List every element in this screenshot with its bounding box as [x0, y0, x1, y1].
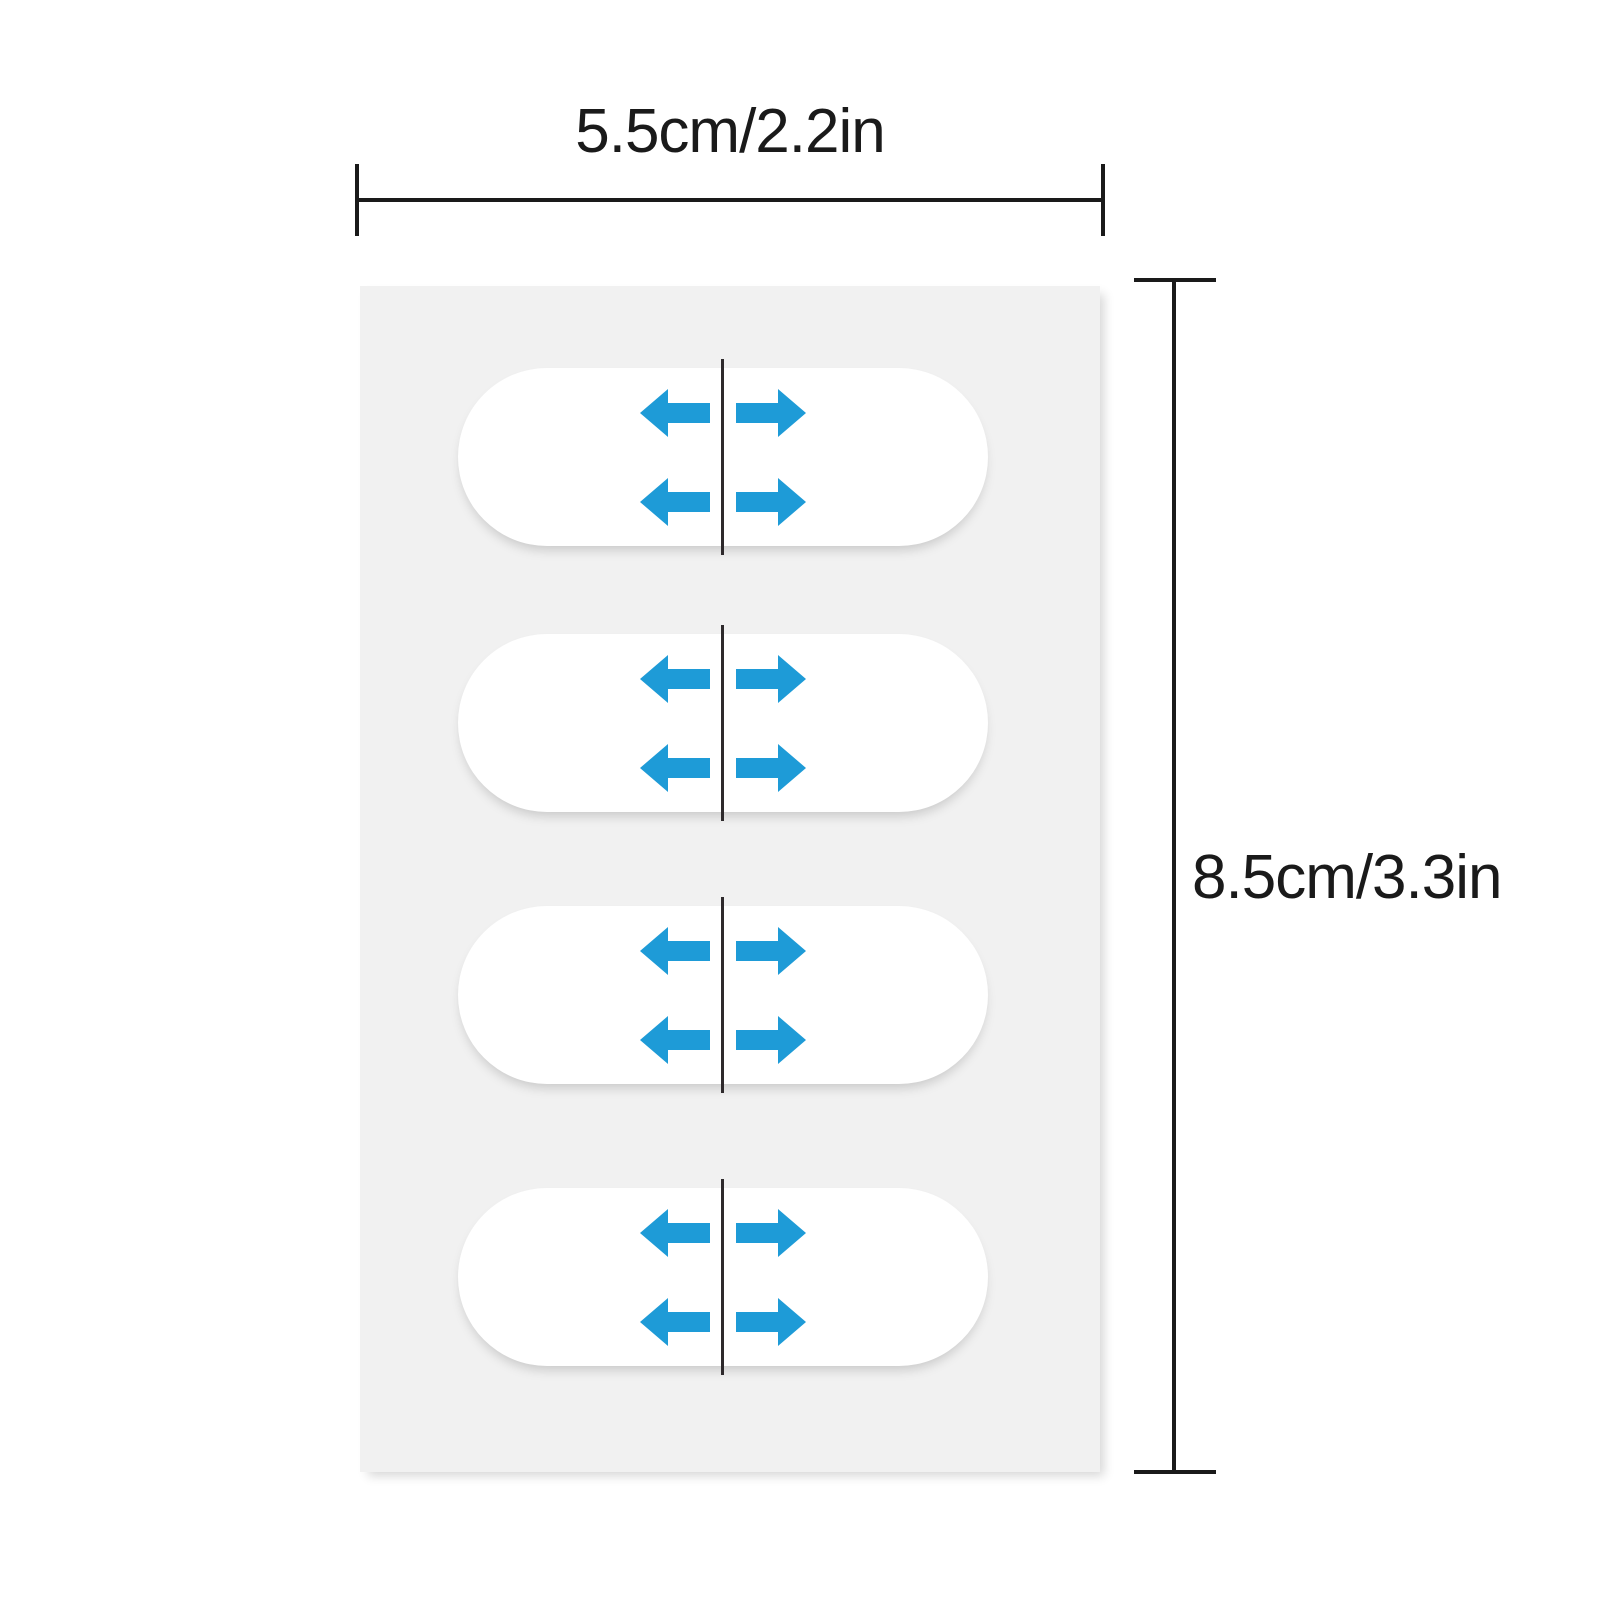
arrow-left-icon: [640, 654, 710, 703]
arrow-cell-top-left: [447, 1188, 734, 1277]
patch-center-split-line: [721, 897, 724, 1093]
arrow-cell-top-left: [447, 368, 734, 457]
height-dimension-label: 8.5cm/3.3in: [1192, 843, 1503, 912]
arrow-left-icon: [640, 477, 710, 526]
arrow-cell-bottom-left: [447, 457, 734, 546]
arrow-cell-top-right: [712, 906, 999, 995]
adhesive-patch: [458, 897, 988, 1093]
adhesive-patch: [458, 1179, 988, 1375]
arrow-left-icon: [640, 1297, 710, 1346]
arrow-cell-bottom-right: [712, 995, 999, 1084]
arrow-cell-bottom-left: [447, 1277, 734, 1366]
arrow-left-icon: [640, 1208, 710, 1257]
width-dimension-label: 5.5cm/2.2in: [575, 97, 886, 166]
arrow-right-icon: [736, 926, 806, 975]
arrow-left-icon: [640, 926, 710, 975]
arrow-left-icon: [640, 743, 710, 792]
arrow-cell-bottom-left: [447, 723, 734, 812]
arrow-right-icon: [736, 388, 806, 437]
adhesive-patch: [458, 625, 988, 821]
arrow-cell-bottom-right: [712, 457, 999, 546]
backing-sheet: [360, 286, 1100, 1472]
arrow-cell-top-right: [712, 1188, 999, 1277]
arrow-grid: [458, 368, 988, 546]
arrow-right-icon: [736, 1015, 806, 1064]
arrow-grid: [458, 634, 988, 812]
arrow-right-icon: [736, 1208, 806, 1257]
height-tick-top-icon: [1134, 278, 1216, 282]
adhesive-patch: [458, 359, 988, 555]
height-tick-bottom-icon: [1134, 1470, 1216, 1474]
arrow-right-icon: [736, 477, 806, 526]
arrow-left-icon: [640, 388, 710, 437]
arrow-cell-top-right: [712, 368, 999, 457]
arrow-cell-top-left: [447, 634, 734, 723]
arrow-cell-bottom-right: [712, 1277, 999, 1366]
arrow-grid: [458, 1188, 988, 1366]
arrow-cell-top-right: [712, 634, 999, 723]
arrow-right-icon: [736, 743, 806, 792]
width-dimension-line: [355, 198, 1105, 202]
arrow-right-icon: [736, 654, 806, 703]
arrow-cell-bottom-left: [447, 995, 734, 1084]
arrow-left-icon: [640, 1015, 710, 1064]
patch-center-split-line: [721, 625, 724, 821]
arrow-right-icon: [736, 1297, 806, 1346]
height-dimension-line: [1172, 278, 1176, 1474]
width-tick-left-icon: [355, 164, 359, 236]
width-tick-right-icon: [1101, 164, 1105, 236]
arrow-grid: [458, 906, 988, 1084]
patch-center-split-line: [721, 359, 724, 555]
arrow-cell-top-left: [447, 906, 734, 995]
patch-center-split-line: [721, 1179, 724, 1375]
arrow-cell-bottom-right: [712, 723, 999, 812]
